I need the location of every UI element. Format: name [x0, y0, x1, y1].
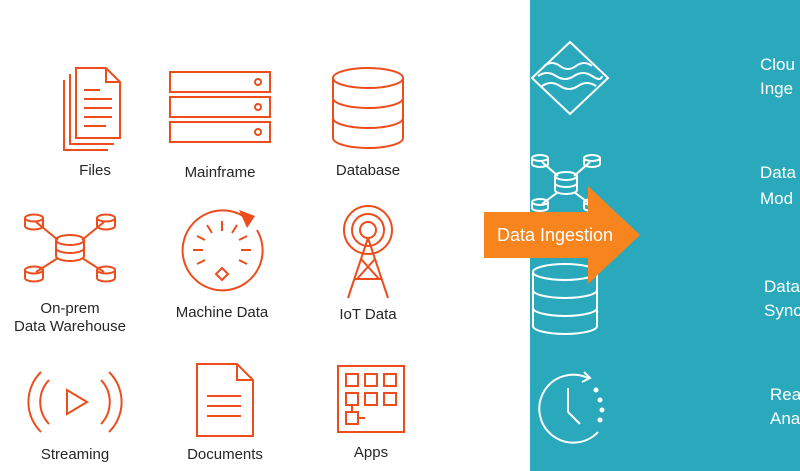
antenna-tower-icon — [343, 205, 393, 299]
arrow-shape — [484, 186, 640, 284]
target-label-line2: Sync — [764, 301, 800, 320]
source-data-warehouse: On-prem Data Warehouse — [0, 208, 155, 336]
target-cloud-ingestion: Clou Inge — [530, 40, 800, 116]
target-label-line2: Mod — [760, 189, 794, 208]
database-icon — [332, 67, 404, 149]
source-mainframe: Mainframe — [135, 70, 305, 182]
source-machine-data: Machine Data — [137, 206, 307, 322]
document-icon — [196, 363, 254, 437]
target-label-line1: Clou — [760, 55, 795, 74]
source-apps: Apps — [286, 364, 456, 462]
data-network-icon — [531, 154, 601, 212]
target-label-line1: Data — [760, 163, 796, 182]
source-documents: Documents — [140, 362, 310, 464]
source-streaming: Streaming — [0, 368, 160, 464]
source-label: Documents — [187, 446, 263, 463]
cloud-lake-icon — [530, 40, 610, 116]
target-real-time-analytics: Rea Ana — [530, 370, 800, 450]
source-database: Database — [283, 66, 453, 180]
target-label-line2: Inge — [760, 79, 794, 98]
source-label: Machine Data — [175, 304, 269, 321]
source-label: IoT Data — [339, 306, 397, 323]
data-ingestion-arrow: Data Ingestion — [484, 186, 640, 284]
data-warehouse-network-icon — [24, 213, 116, 283]
target-label-line1: Data — [764, 277, 800, 296]
source-label: Streaming — [40, 446, 110, 463]
server-rack-icon — [169, 71, 271, 143]
target-data-sync: Data Sync — [530, 262, 800, 336]
target-label-line2: Ana — [770, 409, 800, 428]
files-icon — [63, 67, 121, 151]
apps-grid-icon — [337, 365, 405, 433]
source-files: Files — [10, 66, 180, 180]
arrow-label: Data Ingestion — [496, 225, 614, 245]
source-iot-data: IoT Data — [283, 204, 453, 324]
streaming-play-icon — [27, 371, 123, 433]
source-label: Database — [335, 162, 401, 179]
source-label: Mainframe — [184, 164, 256, 181]
target-label-line1: Rea — [770, 385, 800, 404]
database-outline-icon — [532, 263, 598, 335]
data-sources-panel: Files Mainframe Database — [0, 66, 456, 464]
target-data-modeling: Data Mod — [530, 150, 800, 220]
clock-icon — [538, 371, 605, 444]
source-label: On-prem Data Warehouse — [13, 300, 126, 335]
source-label: Files — [79, 162, 111, 179]
gauge-icon — [181, 209, 264, 292]
source-label: Apps — [353, 444, 389, 461]
